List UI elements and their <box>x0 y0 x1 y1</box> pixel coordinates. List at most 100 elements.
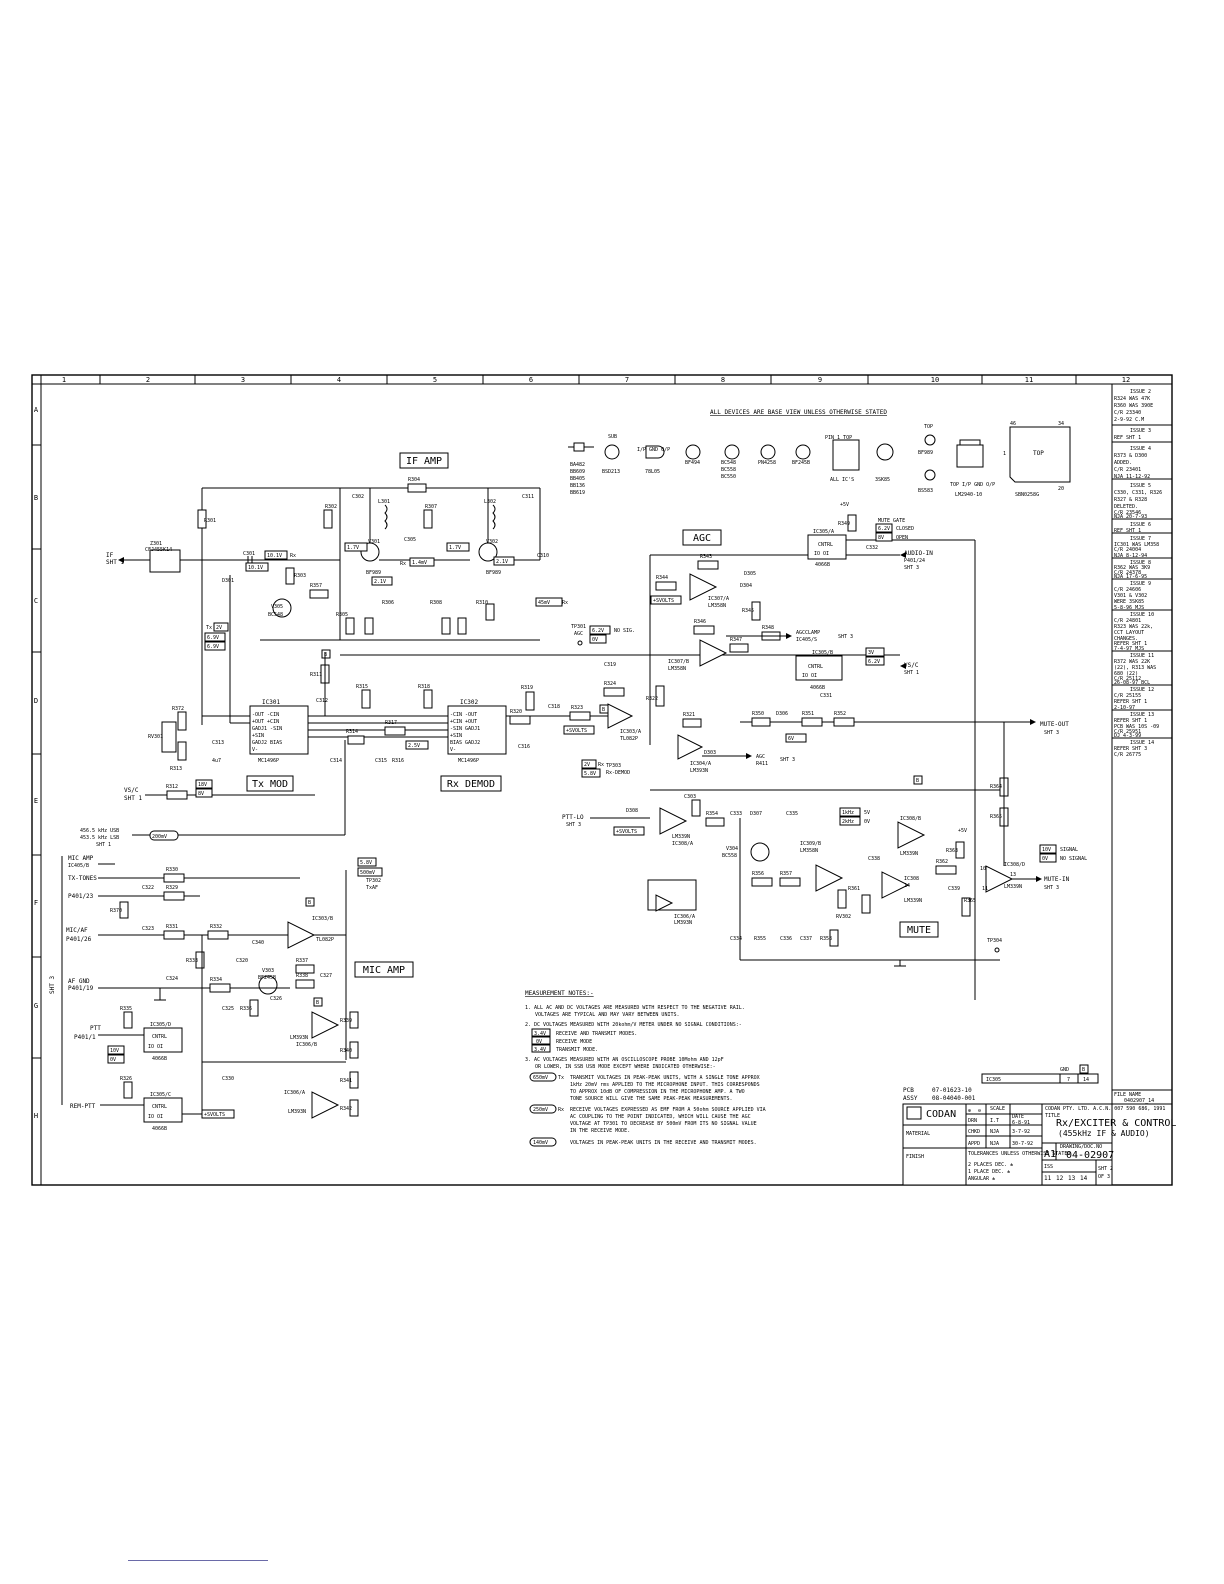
svg-text:V301: V301 <box>368 539 380 545</box>
ic302-chip <box>447 705 507 755</box>
svg-text:500mV: 500mV <box>360 870 375 876</box>
svg-text:1. ALL AC AND DC VOLTAGES ARE: 1. ALL AC AND DC VOLTAGES ARE MEASURED W… <box>525 1005 745 1011</box>
svg-text:LM339N: LM339N <box>1004 884 1022 890</box>
svg-text:140mV: 140mV <box>533 1140 548 1146</box>
svg-text:MIC AMP: MIC AMP <box>68 855 94 862</box>
svg-text:IC301: IC301 <box>262 699 280 706</box>
svg-text:VOLTAGES ARE TYPICAL AND MAY V: VOLTAGES ARE TYPICAL AND MAY VARY BETWEE… <box>535 1012 680 1018</box>
svg-text:30-7-92: 30-7-92 <box>1012 1141 1033 1147</box>
svg-text:SUB: SUB <box>608 434 617 440</box>
diode-pinout: BA482 BB609 BB405 BB136 BB619 <box>568 442 594 496</box>
svg-text:2.1V: 2.1V <box>374 579 386 585</box>
svg-text:2-9-92 C.M: 2-9-92 C.M <box>1114 417 1144 423</box>
svg-text:R357: R357 <box>310 583 322 589</box>
svg-text:SHT 3: SHT 3 <box>566 822 581 828</box>
svg-text:0V: 0V <box>592 637 598 643</box>
svg-text:R316: R316 <box>392 758 404 764</box>
svg-text:BS583: BS583 <box>918 488 933 494</box>
svg-text:RECEIVE VOLTAGES EXPRESSED AS: RECEIVE VOLTAGES EXPRESSED AS EMF FROM A… <box>570 1107 766 1113</box>
svg-text:ADDED.: ADDED. <box>1114 460 1132 466</box>
svg-text:TL082P: TL082P <box>316 937 334 943</box>
svg-text:+SIN: +SIN <box>252 733 264 739</box>
svg-text:R338: R338 <box>296 973 308 979</box>
svg-text:BB136: BB136 <box>570 483 585 489</box>
svg-text:R356: R356 <box>752 871 764 877</box>
svg-text:+SVOLTS: +SVOLTS <box>616 829 637 835</box>
svg-text:46: 46 <box>1010 421 1016 427</box>
svg-text:4066B: 4066B <box>810 685 825 691</box>
svg-text:IC306/B: IC306/B <box>296 1042 317 1048</box>
svg-text:LM339N: LM339N <box>900 851 918 857</box>
svg-text:R314: R314 <box>346 729 358 735</box>
svg-text:C/R 25951: C/R 25951 <box>1114 729 1141 735</box>
svg-text:C331: C331 <box>820 693 832 699</box>
svg-text:B: B <box>308 900 311 906</box>
svg-text:2. DC VOLTAGES MEASURED WITH 2: 2. DC VOLTAGES MEASURED WITH 20kohm/V ME… <box>525 1022 742 1028</box>
svg-text:C305: C305 <box>404 537 416 543</box>
svg-text:ISSUE 13: ISSUE 13 <box>1130 712 1154 718</box>
mic-amp-label: MIC AMP <box>363 965 405 976</box>
svg-text:TITLE: TITLE <box>1045 1113 1060 1119</box>
svg-text:GADJ2 BIAS: GADJ2 BIAS <box>252 740 282 746</box>
svg-text:R344: R344 <box>656 575 668 581</box>
svg-text:B: B <box>1082 1067 1085 1073</box>
svg-text:R358: R358 <box>820 936 832 942</box>
svg-text:R372 WAS 22K: R372 WAS 22K <box>1114 659 1150 665</box>
svg-text:IC306/A: IC306/A <box>674 914 695 920</box>
svg-text:DATE: DATE <box>1012 1114 1024 1120</box>
svg-text:+OUT +CIN: +OUT +CIN <box>252 719 279 725</box>
svg-text:ISSUE 9: ISSUE 9 <box>1130 581 1151 587</box>
svg-text:45mV: 45mV <box>538 600 550 606</box>
svg-text:R327 & R328: R327 & R328 <box>1114 497 1147 503</box>
svg-text:R411: R411 <box>756 761 768 767</box>
svg-text:TOP: TOP <box>924 424 933 430</box>
svg-text:IC304/A: IC304/A <box>690 761 711 767</box>
v303-transistor <box>258 975 278 995</box>
svg-text:C338: C338 <box>868 856 880 862</box>
rx-demod-block: Rx DEMOD <box>440 775 502 792</box>
svg-text:P401/26: P401/26 <box>66 936 92 943</box>
svg-text:R329: R329 <box>166 885 178 891</box>
svg-text:R362 WAS 3K9: R362 WAS 3K9 <box>1114 565 1150 571</box>
svg-text:R312: R312 <box>166 784 178 790</box>
svg-text:ISSUE 2: ISSUE 2 <box>1130 389 1151 395</box>
svg-text:IO OI: IO OI <box>148 1114 163 1120</box>
svg-text:13: 13 <box>1010 872 1016 878</box>
tx-mod-block: Tx MOD <box>246 775 294 792</box>
svg-text:APPD: APPD <box>968 1141 980 1147</box>
svg-text:TOP I/P GND O/P: TOP I/P GND O/P <box>950 482 995 488</box>
svg-text:V304: V304 <box>726 846 738 852</box>
svg-text:⊕: ⊕ <box>968 1108 971 1114</box>
svg-text:BF989: BF989 <box>918 450 933 456</box>
svg-text:R351: R351 <box>802 711 814 717</box>
svg-text:BA482: BA482 <box>570 462 585 468</box>
svg-text:V-: V- <box>450 747 456 753</box>
svg-text:R347: R347 <box>730 637 742 643</box>
svg-text:R333: R333 <box>186 958 198 964</box>
bf989-pinout: TOP BF989 BS583 <box>918 424 936 494</box>
svg-text:MIC/AF: MIC/AF <box>66 927 88 934</box>
svg-text:+5V: +5V <box>958 828 967 834</box>
grid-row-c: C <box>34 597 38 605</box>
svg-text:1kHz: 1kHz <box>842 810 854 816</box>
ic-pinout: PIN 1 TOP ALL IC'S <box>825 435 860 483</box>
svg-text:5-8-96 MJS: 5-8-96 MJS <box>1114 605 1144 611</box>
svg-text:D305: D305 <box>744 571 756 577</box>
svg-text:0V: 0V <box>110 1057 116 1063</box>
svg-text:-OUT -CIN: -OUT -CIN <box>252 712 279 718</box>
svg-text:Rx: Rx <box>400 561 406 567</box>
svg-text:I.T: I.T <box>990 1118 999 1124</box>
company-name: CODAN <box>926 1109 956 1120</box>
svg-text:NO SIGNAL: NO SIGNAL <box>1060 856 1087 862</box>
svg-text:2.5V: 2.5V <box>408 743 420 749</box>
svg-text:R318: R318 <box>418 684 430 690</box>
svg-text:V-: V- <box>252 747 258 753</box>
svg-text:C313: C313 <box>212 740 224 746</box>
svg-text:C337: C337 <box>800 936 812 942</box>
svg-text:BB405: BB405 <box>570 476 585 482</box>
mute-block: MUTE <box>899 921 939 938</box>
svg-text:250mV: 250mV <box>533 1107 548 1113</box>
grid-row-e: E <box>34 797 38 805</box>
svg-text:BSD213: BSD213 <box>602 469 620 475</box>
svg-text:C301: C301 <box>243 551 255 557</box>
